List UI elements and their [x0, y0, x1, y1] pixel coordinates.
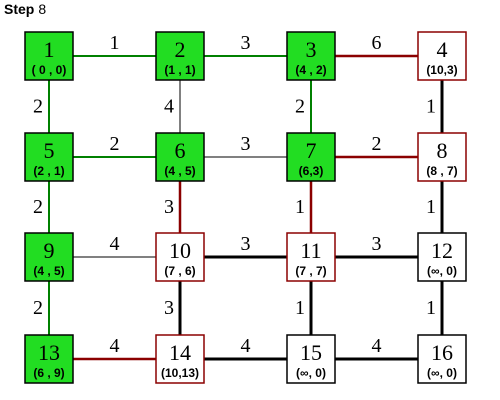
node-box — [286, 132, 336, 182]
edge-weight-11-15: 1 — [295, 297, 305, 319]
node-label: (1 , 1) — [164, 63, 195, 77]
node-id: 12 — [431, 238, 453, 263]
node-box — [24, 334, 74, 384]
edge-weight-3-4: 6 — [372, 32, 382, 54]
node-box — [417, 334, 467, 384]
node-label: (∞, 0) — [296, 366, 326, 380]
edge-weight-2-3: 3 — [241, 32, 251, 54]
node-id: 6 — [175, 138, 186, 163]
node-box — [286, 334, 336, 384]
node-box — [24, 132, 74, 182]
edge-weight-1-5: 2 — [33, 96, 43, 118]
node-id: 7 — [306, 138, 317, 163]
step-word: Step — [4, 1, 35, 17]
node-8: 8(8 , 7) — [417, 132, 467, 182]
edge-weight-5-9: 2 — [33, 196, 43, 218]
edge-weight-5-6: 2 — [110, 133, 120, 155]
node-3: 3(4 , 2) — [286, 31, 336, 81]
nodes-layer: 1( 0 , 0)2(1 , 1)3(4 , 2)4(10,3)5(2 , 1)… — [24, 31, 467, 384]
node-label: (10,3) — [426, 63, 457, 77]
node-id: 13 — [38, 340, 60, 365]
node-box — [417, 232, 467, 282]
edge-weight-12-16: 1 — [426, 297, 436, 319]
node-12: 12(∞, 0) — [417, 232, 467, 282]
node-label: (6 , 9) — [33, 366, 64, 380]
node-10: 10(7 , 6) — [155, 232, 205, 282]
node-13: 13(6 , 9) — [24, 334, 74, 384]
node-box — [155, 334, 205, 384]
edge-weight-14-15: 4 — [241, 335, 251, 357]
node-id: 15 — [300, 340, 322, 365]
node-label: (10,13) — [161, 366, 199, 380]
node-id: 9 — [44, 238, 55, 263]
edge-weight-1-2: 1 — [110, 32, 120, 54]
node-id: 4 — [437, 37, 448, 62]
node-7: 7(6,3) — [286, 132, 336, 182]
edge-weight-3-7: 2 — [295, 96, 305, 118]
node-id: 8 — [437, 138, 448, 163]
node-11: 11(7 , 7) — [286, 232, 336, 282]
node-label: (4 , 5) — [33, 264, 64, 278]
node-label: (7 , 7) — [295, 264, 326, 278]
edge-weight-10-11: 3 — [241, 233, 251, 255]
edges-layer — [48, 54, 444, 361]
edge-weight-11-12: 3 — [372, 233, 382, 255]
node-label: (∞, 0) — [427, 366, 457, 380]
node-9: 9(4 , 5) — [24, 232, 74, 282]
node-label: (∞, 0) — [427, 264, 457, 278]
node-box — [24, 31, 74, 81]
edge-weight-4-8: 1 — [426, 96, 436, 118]
node-label: (6,3) — [299, 164, 324, 178]
node-15: 15(∞, 0) — [286, 334, 336, 384]
node-id: 3 — [306, 37, 317, 62]
node-label: (4 , 5) — [164, 164, 195, 178]
node-id: 10 — [169, 238, 191, 263]
edge-weight-15-16: 4 — [372, 335, 382, 357]
node-box — [286, 31, 336, 81]
edge-weight-7-11: 1 — [295, 196, 305, 218]
node-box — [155, 31, 205, 81]
node-label: (7 , 6) — [164, 264, 195, 278]
node-id: 2 — [175, 37, 186, 62]
node-box — [155, 132, 205, 182]
edge-weight-7-8: 2 — [372, 133, 382, 155]
edge-weight-8-12: 1 — [426, 196, 436, 218]
node-label: (8 , 7) — [426, 164, 457, 178]
node-box — [24, 232, 74, 282]
node-4: 4(10,3) — [417, 31, 467, 81]
node-label: (4 , 2) — [295, 63, 326, 77]
edge-weight-13-14: 4 — [110, 335, 120, 357]
edge-weight-6-10: 3 — [164, 196, 174, 218]
edge-weight-9-13: 2 — [33, 297, 43, 319]
node-box — [286, 232, 336, 282]
edge-weight-10-14: 3 — [164, 297, 174, 319]
node-id: 16 — [431, 340, 453, 365]
node-16: 16(∞, 0) — [417, 334, 467, 384]
edge-weight-9-10: 4 — [110, 233, 120, 255]
node-box — [155, 232, 205, 282]
node-14: 14(10,13) — [155, 334, 205, 384]
node-id: 11 — [300, 238, 321, 263]
node-box — [417, 31, 467, 81]
node-id: 1 — [44, 37, 55, 62]
edge-weight-6-7: 3 — [241, 133, 251, 155]
edge-weight-2-6: 4 — [164, 96, 174, 118]
node-id: 5 — [44, 138, 55, 163]
node-6: 6(4 , 5) — [155, 132, 205, 182]
node-2: 2(1 , 1) — [155, 31, 205, 81]
node-box — [417, 132, 467, 182]
node-label: (2 , 1) — [33, 164, 64, 178]
node-1: 1( 0 , 0) — [24, 31, 74, 81]
node-id: 14 — [169, 340, 191, 365]
step-number: 8 — [38, 1, 47, 17]
node-label: ( 0 , 0) — [32, 63, 67, 77]
node-5: 5(2 , 1) — [24, 132, 74, 182]
